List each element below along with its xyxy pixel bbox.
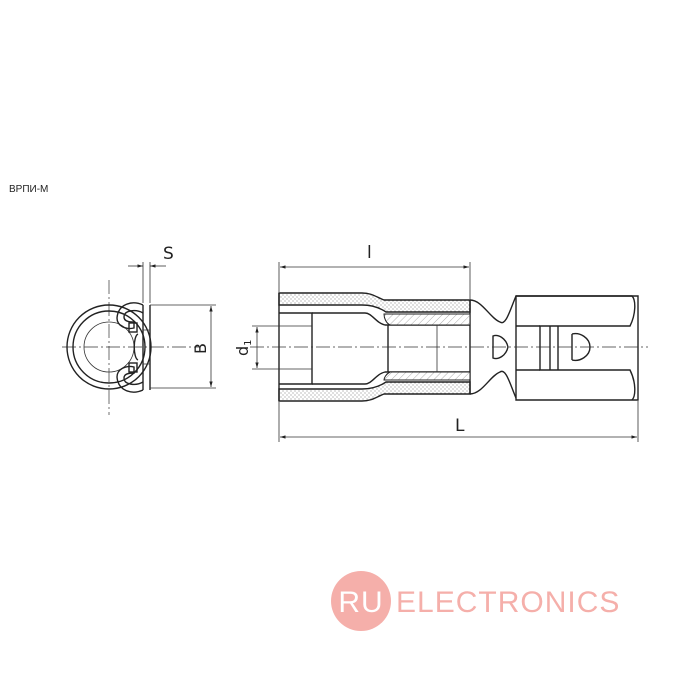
dim-d1-label: d1: [233, 339, 254, 356]
watermark-text: ELECTRONICS: [396, 586, 620, 619]
dim-l-label: l: [367, 243, 372, 263]
neck-dimple: [492, 334, 509, 360]
end-view-outer-circle: [66, 304, 152, 390]
dim-b-label: B: [191, 343, 210, 354]
sleeve-bottom-wall: [278, 381, 471, 402]
end-view-upper-tab: [128, 322, 138, 333]
drawing-title: ВРПИ-М: [9, 184, 49, 195]
dim-s-label: S: [163, 244, 174, 264]
ferrule-top-line: [312, 312, 470, 326]
watermark-badge-circle: [331, 571, 391, 631]
neck-top: [469, 295, 517, 324]
watermark-logo: RU ELECTRONICS: [331, 571, 620, 631]
watermark-badge-text: RU: [338, 586, 383, 619]
end-view-plate-marks: [143, 329, 150, 365]
end-view-lower-tab: [128, 362, 138, 373]
neck-bottom: [469, 370, 517, 399]
barrel-bottom-section: [383, 371, 471, 381]
ferrule-entry: [279, 312, 313, 385]
barrel-top-section: [383, 313, 471, 326]
end-view: S B: [62, 244, 216, 415]
end-view-upper-curl: [116, 302, 144, 330]
side-section-view: l d1 L: [233, 243, 648, 442]
receptacle-body: [515, 295, 639, 401]
receptacle-spring-outline: [516, 295, 636, 401]
ferrule-bottom-line: [312, 371, 470, 385]
end-view-lower-curl: [116, 365, 144, 393]
end-view-center-bump: [133, 333, 139, 361]
sleeve-top-wall: [278, 292, 471, 313]
dim-L-label: L: [455, 416, 465, 436]
end-view-inner-circle: [72, 310, 146, 384]
